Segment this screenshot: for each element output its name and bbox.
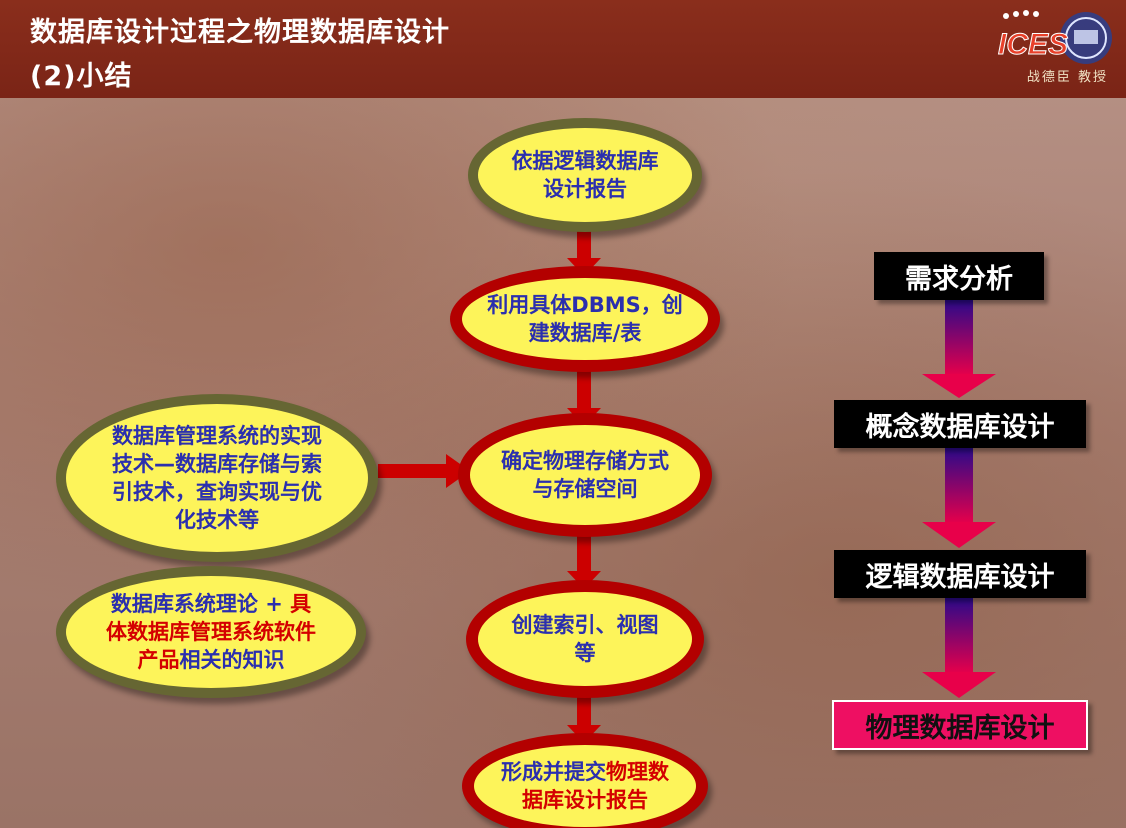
input-label-part: 相关的知识 (179, 648, 285, 672)
flow-step-label: 利用具体DBMS，创建数据库/表 (487, 293, 683, 345)
flow-step-logical-report: 依据逻辑数据库设计报告 (478, 128, 692, 222)
slide-title: 数据库设计过程之物理数据库设计 (30, 17, 450, 48)
flow-step-label: 依据逻辑数据库设计报告 (511, 149, 659, 201)
flow-step-storage: 确定物理存储方式与存储空间 (470, 425, 700, 525)
flow-step-label-highlight: 物理数据库设计报告 (522, 760, 669, 812)
flow-step-create-database: 利用具体DBMS，创建数据库/表 (462, 278, 708, 360)
ices-logo-icon: ICES (998, 10, 1112, 64)
slide-subtitle: (2)小结 (30, 61, 133, 92)
flow-step-label: 形成并提交物理数据库设计报告 (494, 758, 676, 814)
input-dbms-technology: 数据库管理系统的实现技术—数据库存储与索引技术，查询实现与优化技术等 (66, 404, 368, 552)
down-arrow-icon (922, 598, 996, 698)
input-label: 数据库系统理论 + 具体数据库管理系统软件产品相关的知识 (102, 590, 320, 674)
stage-physical-design: 物理数据库设计 (832, 700, 1088, 750)
flow-step-label: 确定物理存储方式与存储空间 (501, 449, 669, 501)
flow-step-label: 创建索引、视图等 (511, 613, 659, 665)
logo-caption: 战德臣 教授 (1026, 70, 1108, 85)
down-arrow-icon (567, 523, 601, 589)
down-arrow-icon (922, 300, 996, 398)
logo-wordmark: ICES (998, 28, 1068, 61)
stage-logical-design: 逻辑数据库设计 (834, 550, 1086, 598)
down-arrow-icon (567, 360, 601, 426)
input-theory-knowledge: 数据库系统理论 + 具体数据库管理系统软件产品相关的知识 (66, 576, 356, 688)
right-arrow-icon (378, 454, 470, 488)
stage-conceptual-design: 概念数据库设计 (834, 400, 1086, 448)
input-label-part: 数据库系统理论 + (110, 592, 291, 616)
stage-requirements-analysis: 需求分析 (874, 252, 1044, 300)
flow-step-label-part: 形成并提交 (501, 760, 606, 784)
flow-step-submit-report: 形成并提交物理数据库设计报告 (474, 745, 696, 827)
down-arrow-icon (567, 685, 601, 743)
input-label: 数据库管理系统的实现技术—数据库存储与索引技术，查询实现与优化技术等 (112, 424, 322, 532)
slide-header: 数据库设计过程之物理数据库设计 (2)小结 ICES 战德臣 教授 (0, 0, 1126, 98)
down-arrow-icon (922, 448, 996, 548)
input-label-highlight: 具体数据库管理系统软件产品 (106, 592, 316, 672)
flow-step-index-view: 创建索引、视图等 (478, 592, 692, 686)
